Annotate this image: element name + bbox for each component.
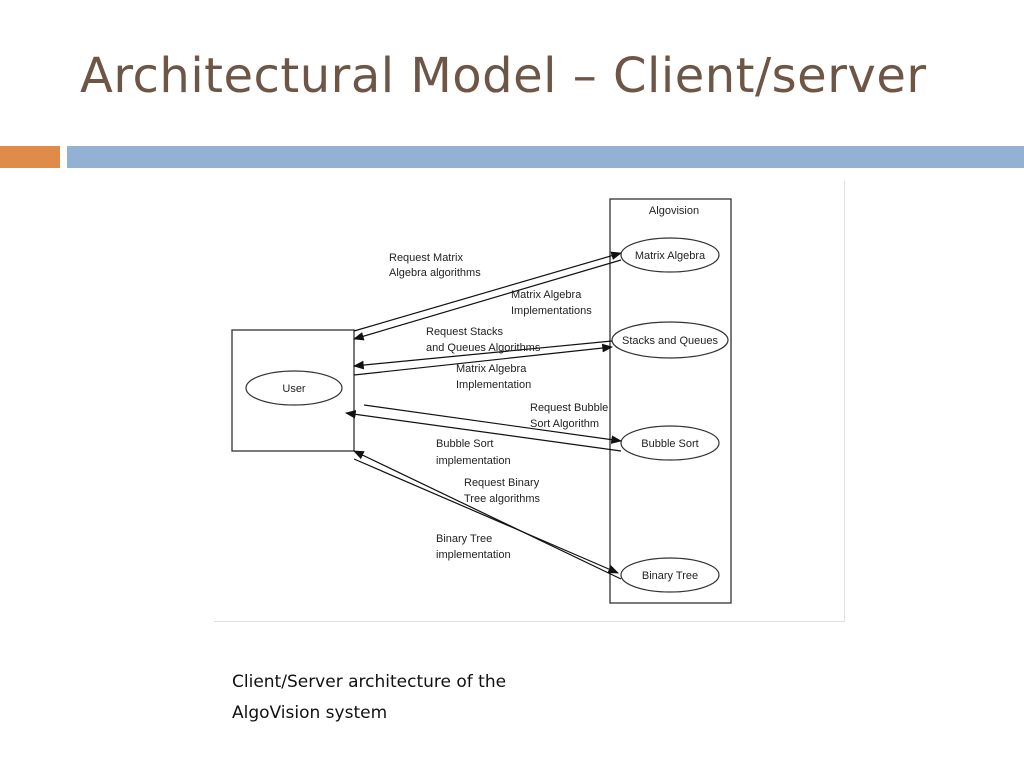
diagram-canvas: User Algovision Matrix Algebra Stacks an… [231,198,732,604]
label-response-stacks-2: Implementation [456,379,531,391]
label-response-stacks-1: Matrix Algebra [456,363,527,375]
label-request-bubble-1: Request Bubble [530,402,608,414]
server-box [609,198,732,604]
label-request-stacks-2: and Queues Algorithms [426,342,541,354]
arrow-request-bubble [363,404,623,444]
label-request-stacks-1: Request Stacks [426,326,504,338]
bubble-sort-label: Bubble Sort [641,438,698,450]
accent-bar-blue [67,146,1024,168]
user-box [231,329,355,452]
slide-title: Architectural Model – Client/server [80,48,927,104]
label-request-bubble-2: Sort Algorithm [530,418,599,430]
caption-line-1: Client/Server architecture of the [232,672,507,692]
label-response-tree-2: implementation [436,549,511,561]
user-node [245,370,343,406]
arrow-request-matrix [353,251,623,332]
arrow-response-matrix [352,259,622,341]
arrow-response-tree [353,458,619,574]
binary-tree-label: Binary Tree [642,570,698,582]
matrix-algebra-label: Matrix Algebra [635,250,706,262]
stacks-queues-label: Stacks and Queues [622,335,719,347]
binary-tree-node [620,557,720,593]
user-node-label: User [282,383,306,395]
label-response-tree-1: Binary Tree [436,533,492,545]
accent-bar-orange [0,146,60,168]
server-label: Algovision [649,205,699,217]
label-request-matrix-2: Algebra algorithms [389,267,481,279]
label-response-bubble-1: Bubble Sort [436,438,493,450]
arrow-response-bubble [344,410,622,452]
label-request-tree-1: Request Binary [464,477,540,489]
figure-caption: Client/Server architecture of the AlgoVi… [232,667,592,729]
label-response-matrix-2: Implementations [511,305,592,317]
label-response-matrix-1: Matrix Algebra [511,289,582,301]
architecture-diagram: User Algovision Matrix Algebra Stacks an… [214,181,845,622]
stacks-queues-node [611,321,729,359]
arrow-request-tree [353,450,622,580]
arrow-request-stacks [352,340,613,370]
label-request-matrix-1: Request Matrix [389,252,463,264]
label-response-bubble-2: implementation [436,455,511,467]
arrow-response-stacks [353,343,614,376]
label-request-tree-2: Tree algorithms [464,493,541,505]
caption-line-2: AlgoVision system [232,703,388,723]
